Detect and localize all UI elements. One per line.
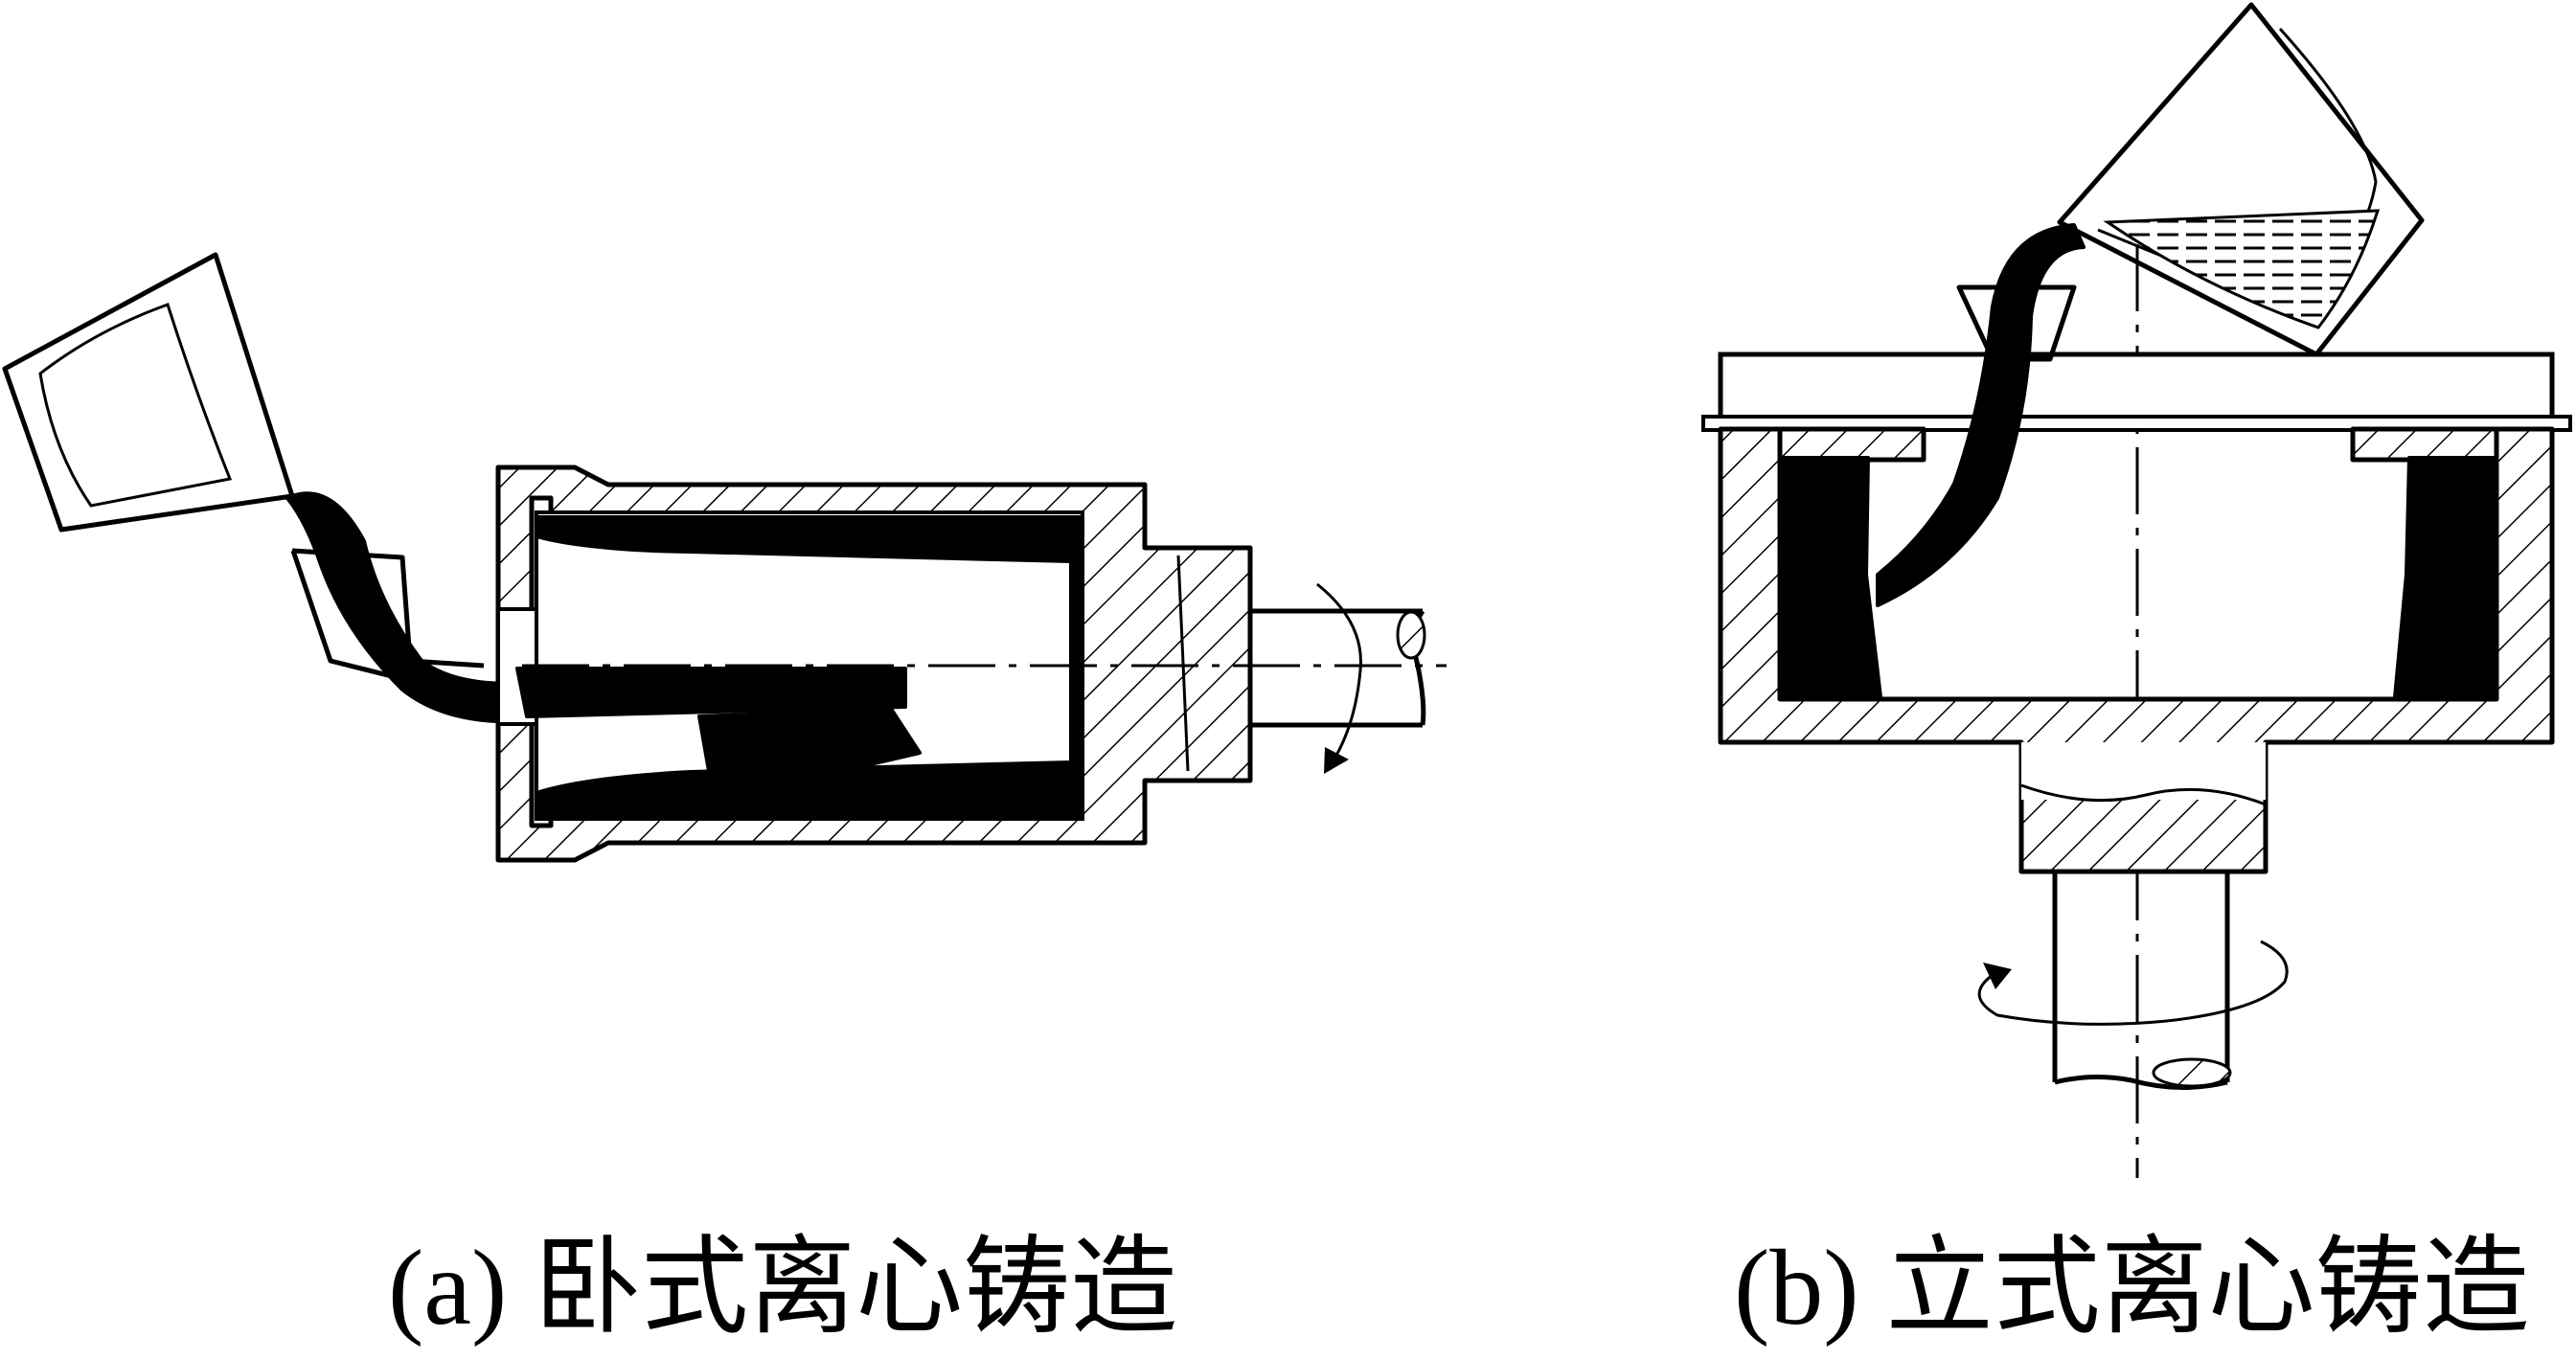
casting-b: [1778, 456, 2498, 699]
vertical-casting-diagram: [1701, 2, 2572, 1178]
ladle-b: [2057, 2, 2425, 357]
rotation-arrow-b-icon: [1983, 963, 2012, 989]
ladle-a: [2, 252, 295, 533]
casting-a: [515, 515, 1084, 821]
metal-stream-b: [1876, 223, 2086, 607]
caption-horizontal-casting: (a) 卧式离心铸造: [388, 1229, 1178, 1348]
shaft-b: [1977, 872, 2289, 1091]
horizontal-casting-diagram: [2, 252, 1447, 863]
caption-vertical-casting: (b) 立式离心铸造: [1734, 1229, 2530, 1348]
shaft-a: [1250, 582, 1426, 774]
rotation-arrow-a-icon: [1324, 747, 1349, 774]
cover-plate-b: [1701, 351, 2572, 463]
